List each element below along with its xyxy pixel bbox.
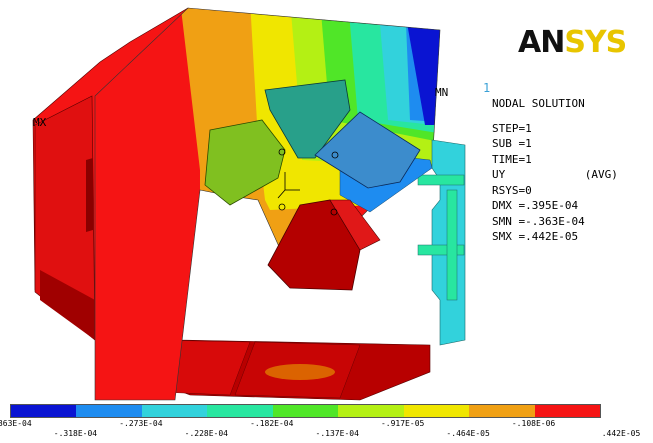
coordinate-triad [277, 172, 300, 199]
wedge-top [264, 79, 351, 159]
legend-swatch-3 [207, 405, 273, 417]
legend-swatch-5 [338, 405, 404, 417]
window-number: 1 [483, 81, 491, 95]
info-line-smx: SMX =.442E-05 [492, 230, 579, 243]
legend-swatch-2 [141, 405, 208, 417]
info-line-step: STEP=1 [492, 121, 532, 135]
info-line-dmx: DMX =.395E-04 [492, 199, 579, 212]
solution-info-panel: NODAL SOLUTION STEP=1 SUB =1 TIME=1 UY (… [492, 96, 642, 245]
info-line-rsys: RSYS=0 [492, 183, 532, 197]
info-line-uy: UY (AVG) [492, 168, 618, 181]
min-label: MN [435, 86, 449, 99]
contour-legend-bar [10, 404, 601, 418]
info-line-time: TIME=1 [492, 152, 532, 166]
info-title: NODAL SOLUTION [492, 97, 585, 110]
legend-swatch-6 [403, 405, 470, 417]
max-label: MX [33, 116, 47, 129]
ansys-logo: ANSYS [518, 25, 627, 60]
info-line-smn: SMN =-.363E-04 [492, 214, 585, 228]
legend-swatch-1 [76, 405, 142, 417]
info-line-sub: SUB =1 [492, 137, 532, 150]
legend-swatch-7 [469, 405, 535, 417]
legend-swatch-0 [11, 405, 77, 417]
legend-swatch-8 [534, 405, 600, 417]
wedge-top-left [204, 119, 286, 206]
wedge-top-right [314, 111, 421, 189]
legend-swatch-4 [272, 405, 339, 417]
